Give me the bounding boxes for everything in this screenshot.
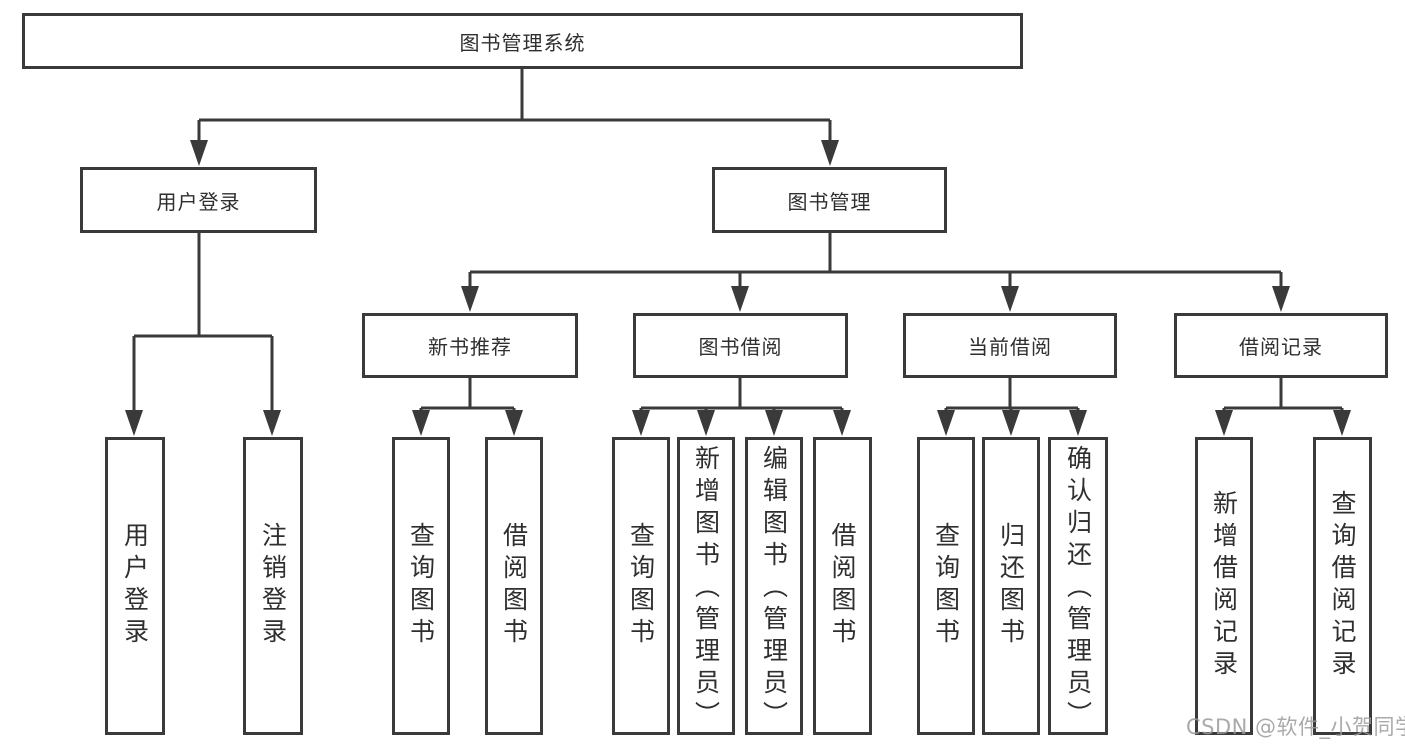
leaf-user-login-label: 用户登录 — [120, 522, 150, 650]
leaf-query-books-3: 查询图书 — [917, 437, 975, 735]
leaf-add-books-admin-label: 新增图书（管理员） — [691, 445, 721, 733]
csdn-watermark: CSDN @软件_小贺同学 — [1186, 715, 1405, 739]
leaf-add-borrow-record: 新增借阅记录 — [1195, 437, 1253, 735]
node-root-label: 图书管理系统 — [459, 30, 586, 55]
leaf-query-books-2: 查询图书 — [612, 437, 670, 735]
node-root: 图书管理系统 — [22, 13, 1023, 69]
leaf-logout-label: 注销登录 — [258, 522, 288, 650]
node-new-book-recommend-label: 新书推荐 — [428, 335, 512, 359]
leaf-add-borrow-record-label: 新增借阅记录 — [1209, 490, 1239, 682]
node-borrow-records-label: 借阅记录 — [1239, 335, 1323, 359]
leaf-query-borrow-record-label: 查询借阅记录 — [1328, 490, 1357, 682]
leaf-query-books-1: 查询图书 — [392, 437, 450, 735]
node-borrow-records: 借阅记录 — [1174, 313, 1388, 378]
leaf-borrow-books-2-label: 借阅图书 — [828, 522, 857, 650]
leaf-user-login: 用户登录 — [105, 437, 165, 735]
leaf-query-books-3-label: 查询图书 — [931, 522, 961, 650]
node-current-borrow: 当前借阅 — [903, 313, 1117, 378]
node-book-management: 图书管理 — [712, 167, 947, 233]
node-book-borrow-label: 图书借阅 — [698, 335, 783, 359]
node-book-borrow: 图书借阅 — [633, 313, 848, 378]
leaf-edit-books-admin-label: 编辑图书（管理员） — [759, 445, 789, 733]
leaf-confirm-return-admin: 确认归还（管理员） — [1048, 437, 1108, 735]
node-current-borrow-label: 当前借阅 — [968, 335, 1052, 359]
node-user-login-label: 用户登录 — [156, 189, 241, 214]
node-user-login: 用户登录 — [80, 167, 317, 233]
leaf-query-borrow-record: 查询借阅记录 — [1313, 437, 1372, 735]
leaf-borrow-books-1-label: 借阅图书 — [499, 522, 529, 650]
leaf-logout: 注销登录 — [243, 437, 303, 735]
leaf-query-books-2-label: 查询图书 — [626, 522, 656, 650]
leaf-borrow-books-1: 借阅图书 — [485, 437, 543, 735]
leaf-add-books-admin: 新增图书（管理员） — [677, 437, 735, 735]
leaf-return-books: 归还图书 — [982, 437, 1040, 735]
leaf-edit-books-admin: 编辑图书（管理员） — [745, 437, 803, 735]
arrowheads — [125, 140, 1351, 436]
leaf-query-books-1-label: 查询图书 — [406, 522, 436, 650]
leaf-confirm-return-admin-label: 确认归还（管理员） — [1063, 445, 1093, 733]
node-book-management-label: 图书管理 — [787, 189, 872, 214]
leaf-borrow-books-2: 借阅图书 — [813, 437, 872, 735]
node-new-book-recommend: 新书推荐 — [362, 313, 578, 378]
leaf-return-books-label: 归还图书 — [996, 522, 1026, 650]
